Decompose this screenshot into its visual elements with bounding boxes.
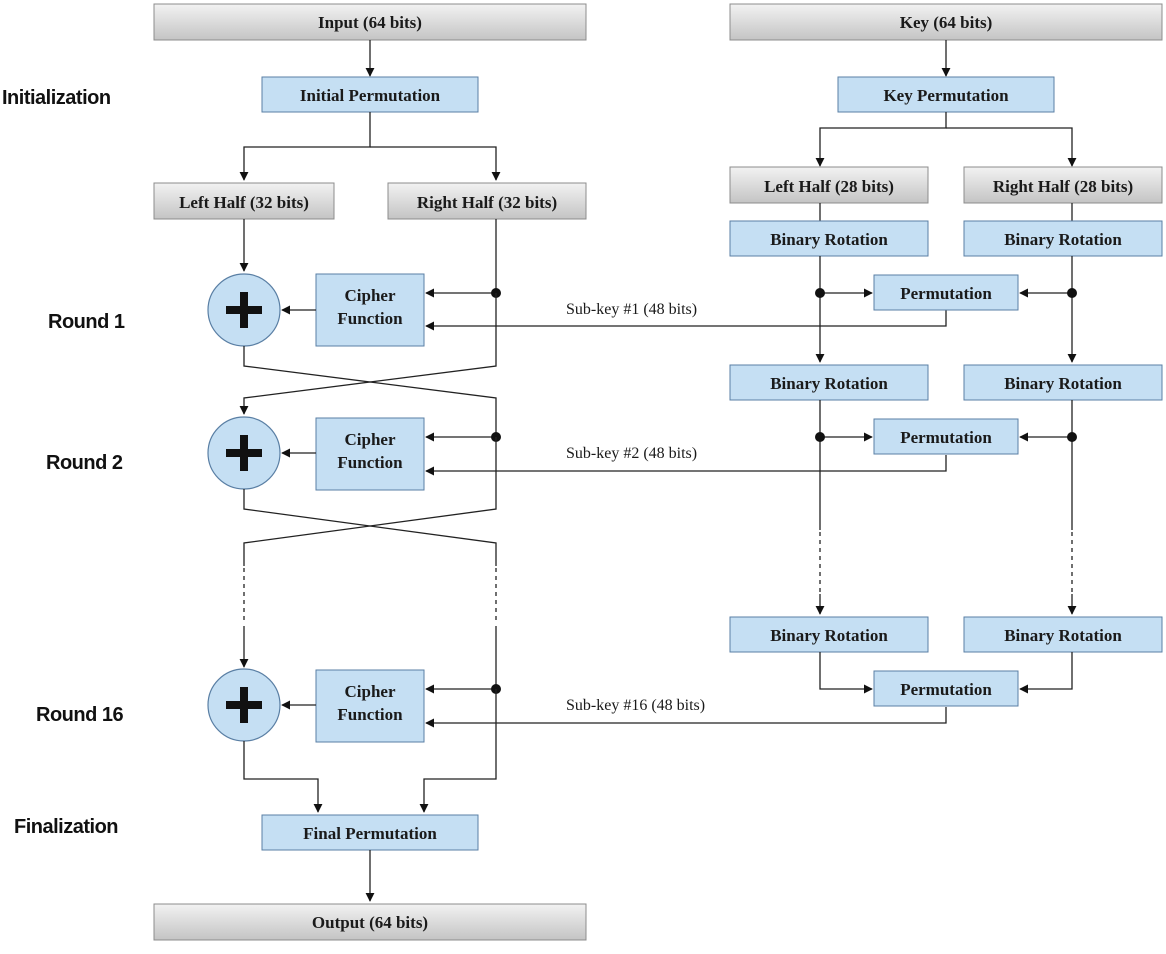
permutation-16: Permutation	[873, 670, 1019, 707]
label-finalization: Finalization	[14, 816, 118, 838]
binary-rotation-label: Binary Rotation	[770, 230, 888, 249]
cipher-function-label-1a: Cipher	[345, 286, 396, 305]
cipher-function-round-16: Cipher Function	[315, 669, 425, 743]
input-box: Input (64 bits)	[153, 3, 587, 41]
permutation-2: Permutation	[873, 418, 1019, 455]
binary-rotation-right-16: Binary Rotation	[963, 616, 1163, 653]
permutation-1: Permutation	[873, 274, 1019, 311]
cipher-function-round-1: Cipher Function	[315, 273, 425, 347]
binary-rotation-right-2: Binary Rotation	[963, 364, 1163, 401]
key-box: Key (64 bits)	[729, 3, 1163, 41]
xor-round-2	[207, 416, 281, 490]
key-permutation-box: Key Permutation	[837, 76, 1055, 113]
cipher-function-label-16a: Cipher	[345, 682, 396, 701]
cipher-function-round-2: Cipher Function	[315, 417, 425, 491]
binary-rotation-left-1: Binary Rotation	[729, 220, 929, 257]
cipher-function-label-1b: Function	[337, 309, 403, 328]
subkey-2-label: Sub-key #2 (48 bits)	[566, 445, 697, 462]
left-half-32-box: Left Half (32 bits)	[153, 182, 335, 220]
binary-rotation-right-1: Binary Rotation	[963, 220, 1163, 257]
binary-rotation-label: Binary Rotation	[770, 626, 888, 645]
left-half-32-label: Left Half (32 bits)	[179, 193, 309, 212]
binary-rotation-label: Binary Rotation	[1004, 374, 1122, 393]
right-half-32-box: Right Half (32 bits)	[387, 182, 587, 220]
label-initialization: Initialization	[2, 87, 111, 109]
xor-round-1	[207, 273, 281, 347]
right-half-28-box: Right Half (28 bits)	[963, 166, 1163, 204]
output-box: Output (64 bits)	[153, 903, 587, 941]
key-permutation-label: Key Permutation	[883, 86, 1009, 105]
subkey-16-label: Sub-key #16 (48 bits)	[566, 697, 705, 714]
label-round-1: Round 1	[48, 311, 125, 333]
input-label: Input (64 bits)	[318, 13, 422, 32]
left-half-28-label: Left Half (28 bits)	[764, 177, 894, 196]
right-half-32-label: Right Half (32 bits)	[417, 193, 557, 212]
label-round-16: Round 16	[36, 704, 123, 726]
final-permutation-box: Final Permutation	[261, 814, 479, 851]
cipher-function-label-2b: Function	[337, 453, 403, 472]
final-permutation-label: Final Permutation	[303, 824, 437, 843]
cipher-function-label-2a: Cipher	[345, 430, 396, 449]
binary-rotation-left-2: Binary Rotation	[729, 364, 929, 401]
permutation-label: Permutation	[900, 428, 992, 447]
binary-rotation-label: Binary Rotation	[1004, 230, 1122, 249]
left-half-28-box: Left Half (28 bits)	[729, 166, 929, 204]
binary-rotation-label: Binary Rotation	[770, 374, 888, 393]
xor-round-16	[207, 668, 281, 742]
permutation-label: Permutation	[900, 284, 992, 303]
subkey-1-label: Sub-key #1 (48 bits)	[566, 301, 697, 318]
initial-permutation-box: Initial Permutation	[261, 76, 479, 113]
output-label: Output (64 bits)	[312, 913, 428, 932]
cipher-function-label-16b: Function	[337, 705, 403, 724]
initial-permutation-label: Initial Permutation	[300, 86, 441, 105]
key-label: Key (64 bits)	[900, 13, 993, 32]
binary-rotation-left-16: Binary Rotation	[729, 616, 929, 653]
label-round-2: Round 2	[46, 452, 123, 474]
binary-rotation-label: Binary Rotation	[1004, 626, 1122, 645]
right-half-28-label: Right Half (28 bits)	[993, 177, 1133, 196]
permutation-label: Permutation	[900, 680, 992, 699]
